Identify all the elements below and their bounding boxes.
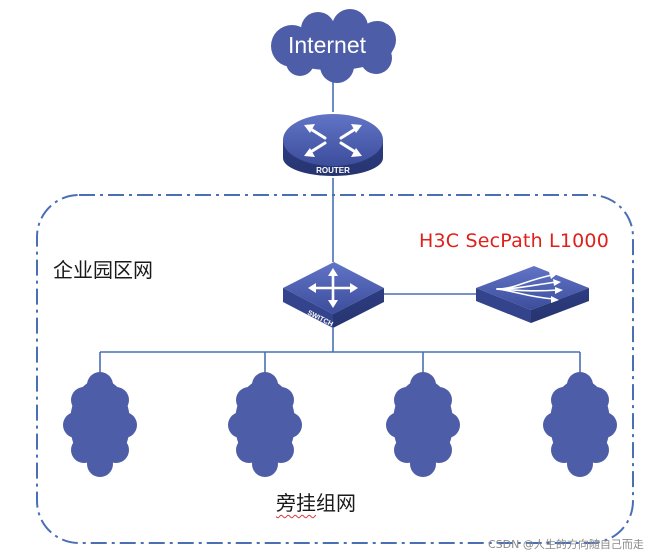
bypass-label-underlined: 旁挂 xyxy=(276,491,316,515)
firewall-device-icon xyxy=(476,266,589,323)
bypass-label-rest: 组网 xyxy=(316,491,356,515)
network-cloud-3 xyxy=(386,372,460,477)
router-icon xyxy=(283,114,383,176)
firewall-model-label: H3C SecPath L1000 xyxy=(419,230,609,252)
switch-icon xyxy=(283,262,384,328)
network-cloud-4 xyxy=(543,372,617,477)
network-cloud-2 xyxy=(228,372,302,477)
campus-network-label: 企业园区网 xyxy=(53,258,153,282)
watermark: CSDN @人生的方向随自己而走 xyxy=(488,538,644,551)
campus-boundary xyxy=(36,194,634,544)
internet-label: Internet xyxy=(288,32,367,58)
router-caption: ROUTER xyxy=(316,166,350,175)
internet-cloud xyxy=(271,9,396,83)
bypass-network-label: 旁挂组网 xyxy=(276,487,356,516)
network-cloud-1 xyxy=(63,372,137,477)
